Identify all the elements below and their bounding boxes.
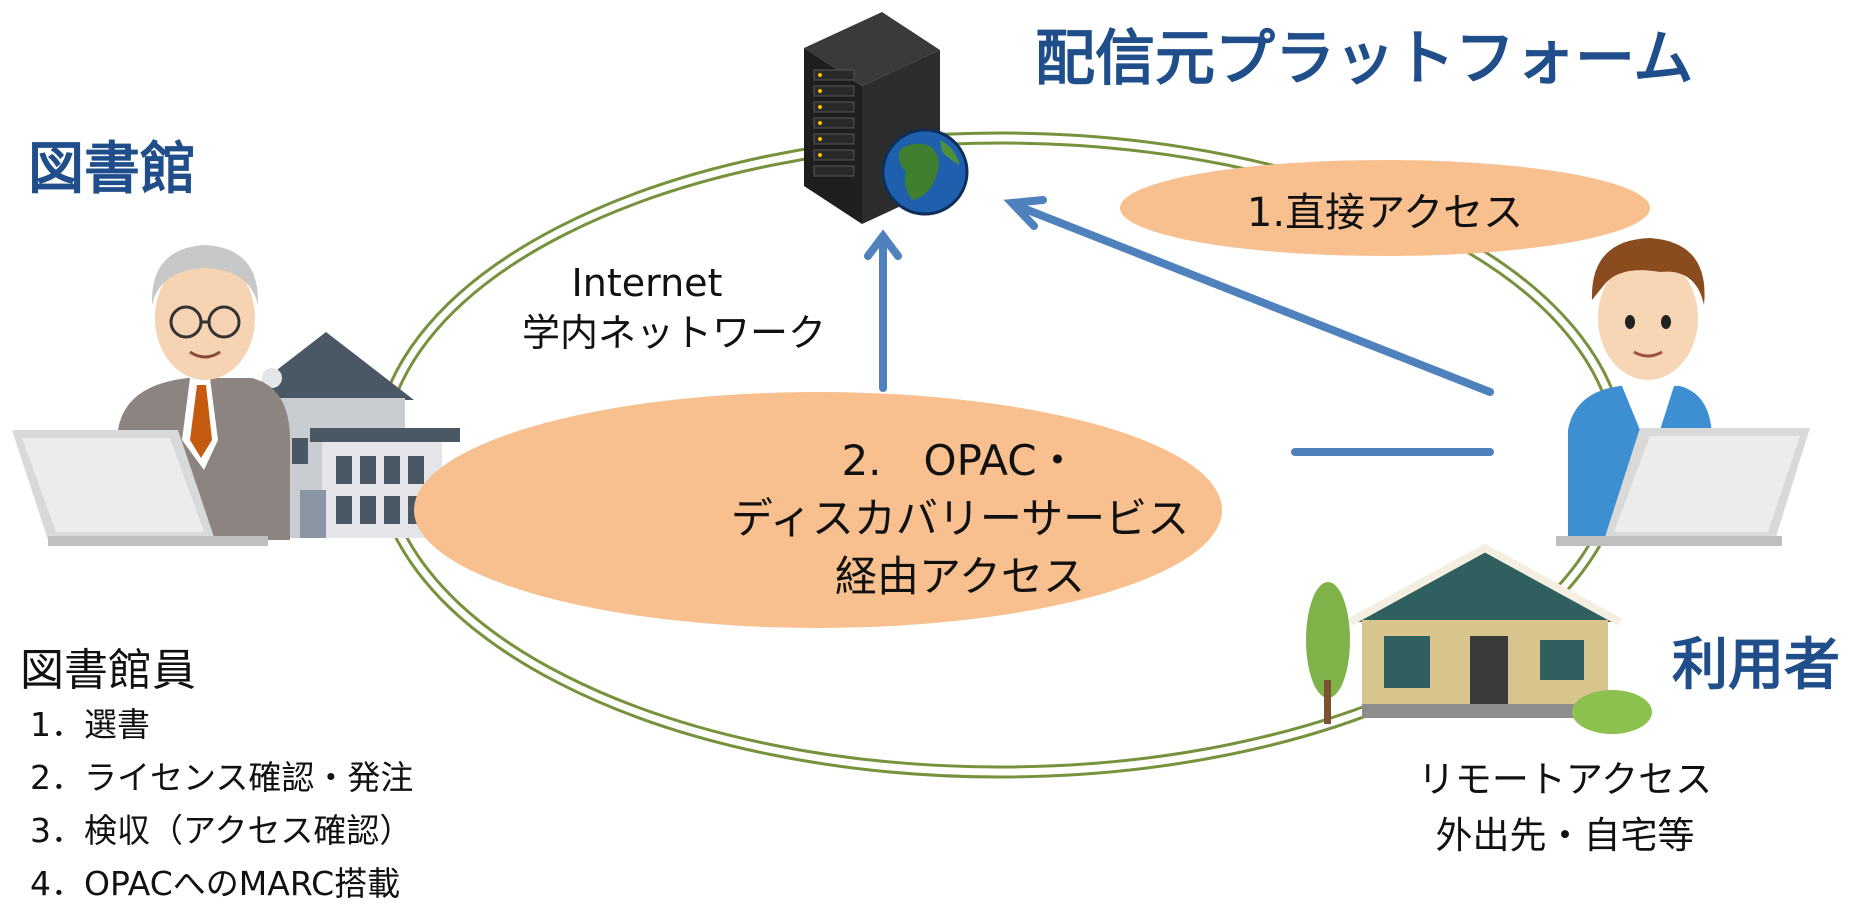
staff-task-item: 1．選書 — [30, 705, 150, 744]
server-globe-icon — [804, 12, 969, 224]
user-illustration — [1556, 238, 1810, 546]
network-label-internet: Internet — [571, 261, 723, 305]
opac-access-line2: ディスカバリーサービス — [730, 494, 1190, 543]
remote-access-label: リモートアクセス 外出先・自宅等 — [1380, 752, 1750, 864]
opac-access-label: 2. OPAC・ ディスカバリーサービス 経由アクセス — [570, 432, 1350, 606]
staff-task-item: 2．ライセンス確認・発注 — [30, 758, 414, 797]
home-house-illustration — [1306, 543, 1652, 734]
user-title: 利用者 — [1672, 633, 1840, 698]
opac-access-line3: 経由アクセス — [835, 552, 1085, 601]
network-label-campus: 学内ネットワーク — [522, 311, 827, 355]
arrows — [864, 196, 1494, 456]
direct-access-bubble — [1120, 160, 1650, 256]
opac-access-line1: 2. OPAC・ — [841, 436, 1079, 485]
remote-access-line1: リモートアクセス — [1417, 758, 1713, 801]
direct-access-arrow — [1003, 196, 1494, 396]
direct-access-label: 1.直接アクセス — [1246, 190, 1524, 236]
opac-access-arrow — [864, 229, 902, 392]
opac-access-bubble — [414, 392, 1222, 628]
remote-access-line2: 外出先・自宅等 — [1435, 814, 1695, 857]
librarian-illustration — [12, 245, 290, 546]
library-title: 図書館 — [28, 137, 196, 202]
staff-task-item: 4．OPACへのMARC搭載 — [30, 864, 401, 903]
staff-task-item: 3．検収（アクセス確認） — [30, 811, 413, 850]
staff-task-list: 1．選書 2．ライセンス確認・発注 3．検収（アクセス確認） 4．OPACへのM… — [30, 698, 413, 910]
network-label: Internet 学内ネットワーク — [522, 258, 827, 358]
platform-title: 配信元プラットフォーム — [1035, 24, 1694, 94]
staff-title: 図書館員 — [20, 645, 196, 696]
